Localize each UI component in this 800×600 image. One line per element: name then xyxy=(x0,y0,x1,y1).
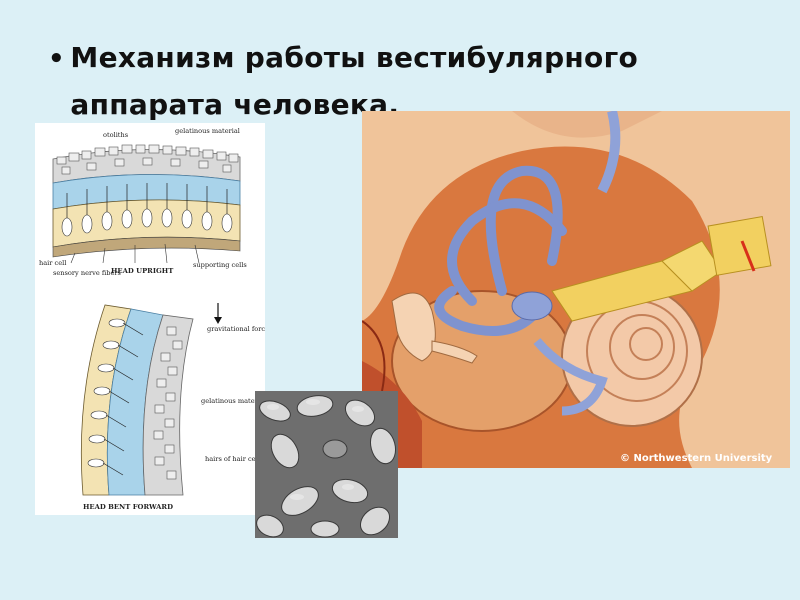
label-gelatinous-pulled: gelatinous material pulled downward xyxy=(201,397,265,405)
label-otoliths: otoliths xyxy=(103,131,129,139)
label-gravitational-force: gravitational force xyxy=(207,325,265,333)
bullet-icon: • xyxy=(48,44,65,74)
head-upright-figure: otoliths gelatinous material hair cell s… xyxy=(39,127,247,277)
otoconia-micrograph xyxy=(255,391,398,538)
otolith-diagram: otoliths gelatinous material hair cell s… xyxy=(35,123,265,515)
label-head-upright: HEAD UPRIGHT xyxy=(111,267,173,275)
label-supporting-cells: supporting cells xyxy=(193,261,247,269)
inner-ear-illustration: © Northwestern University xyxy=(362,111,790,468)
label-hair-cell: hair cell xyxy=(39,259,66,267)
slide-title: Механизм работы вестибулярного аппарата … xyxy=(70,41,639,121)
label-sensory-nerve-fibers: sensory nerve fibers xyxy=(53,269,122,277)
title-bullet: • Механизм работы вестибулярного аппарат… xyxy=(48,34,748,128)
vestibular-nerve xyxy=(551,215,772,322)
head-bent-forward-figure: gravitational force gelatinous material … xyxy=(80,303,265,511)
ossicles xyxy=(391,292,478,364)
ear-copyright: © Northwestern University xyxy=(620,453,773,464)
label-hairs-bent: hairs of hair cells bent xyxy=(205,455,265,463)
cochlea xyxy=(533,285,703,427)
label-gelatinous-material: gelatinous material xyxy=(175,127,240,135)
label-head-bent-forward: HEAD BENT FORWARD xyxy=(83,503,173,511)
